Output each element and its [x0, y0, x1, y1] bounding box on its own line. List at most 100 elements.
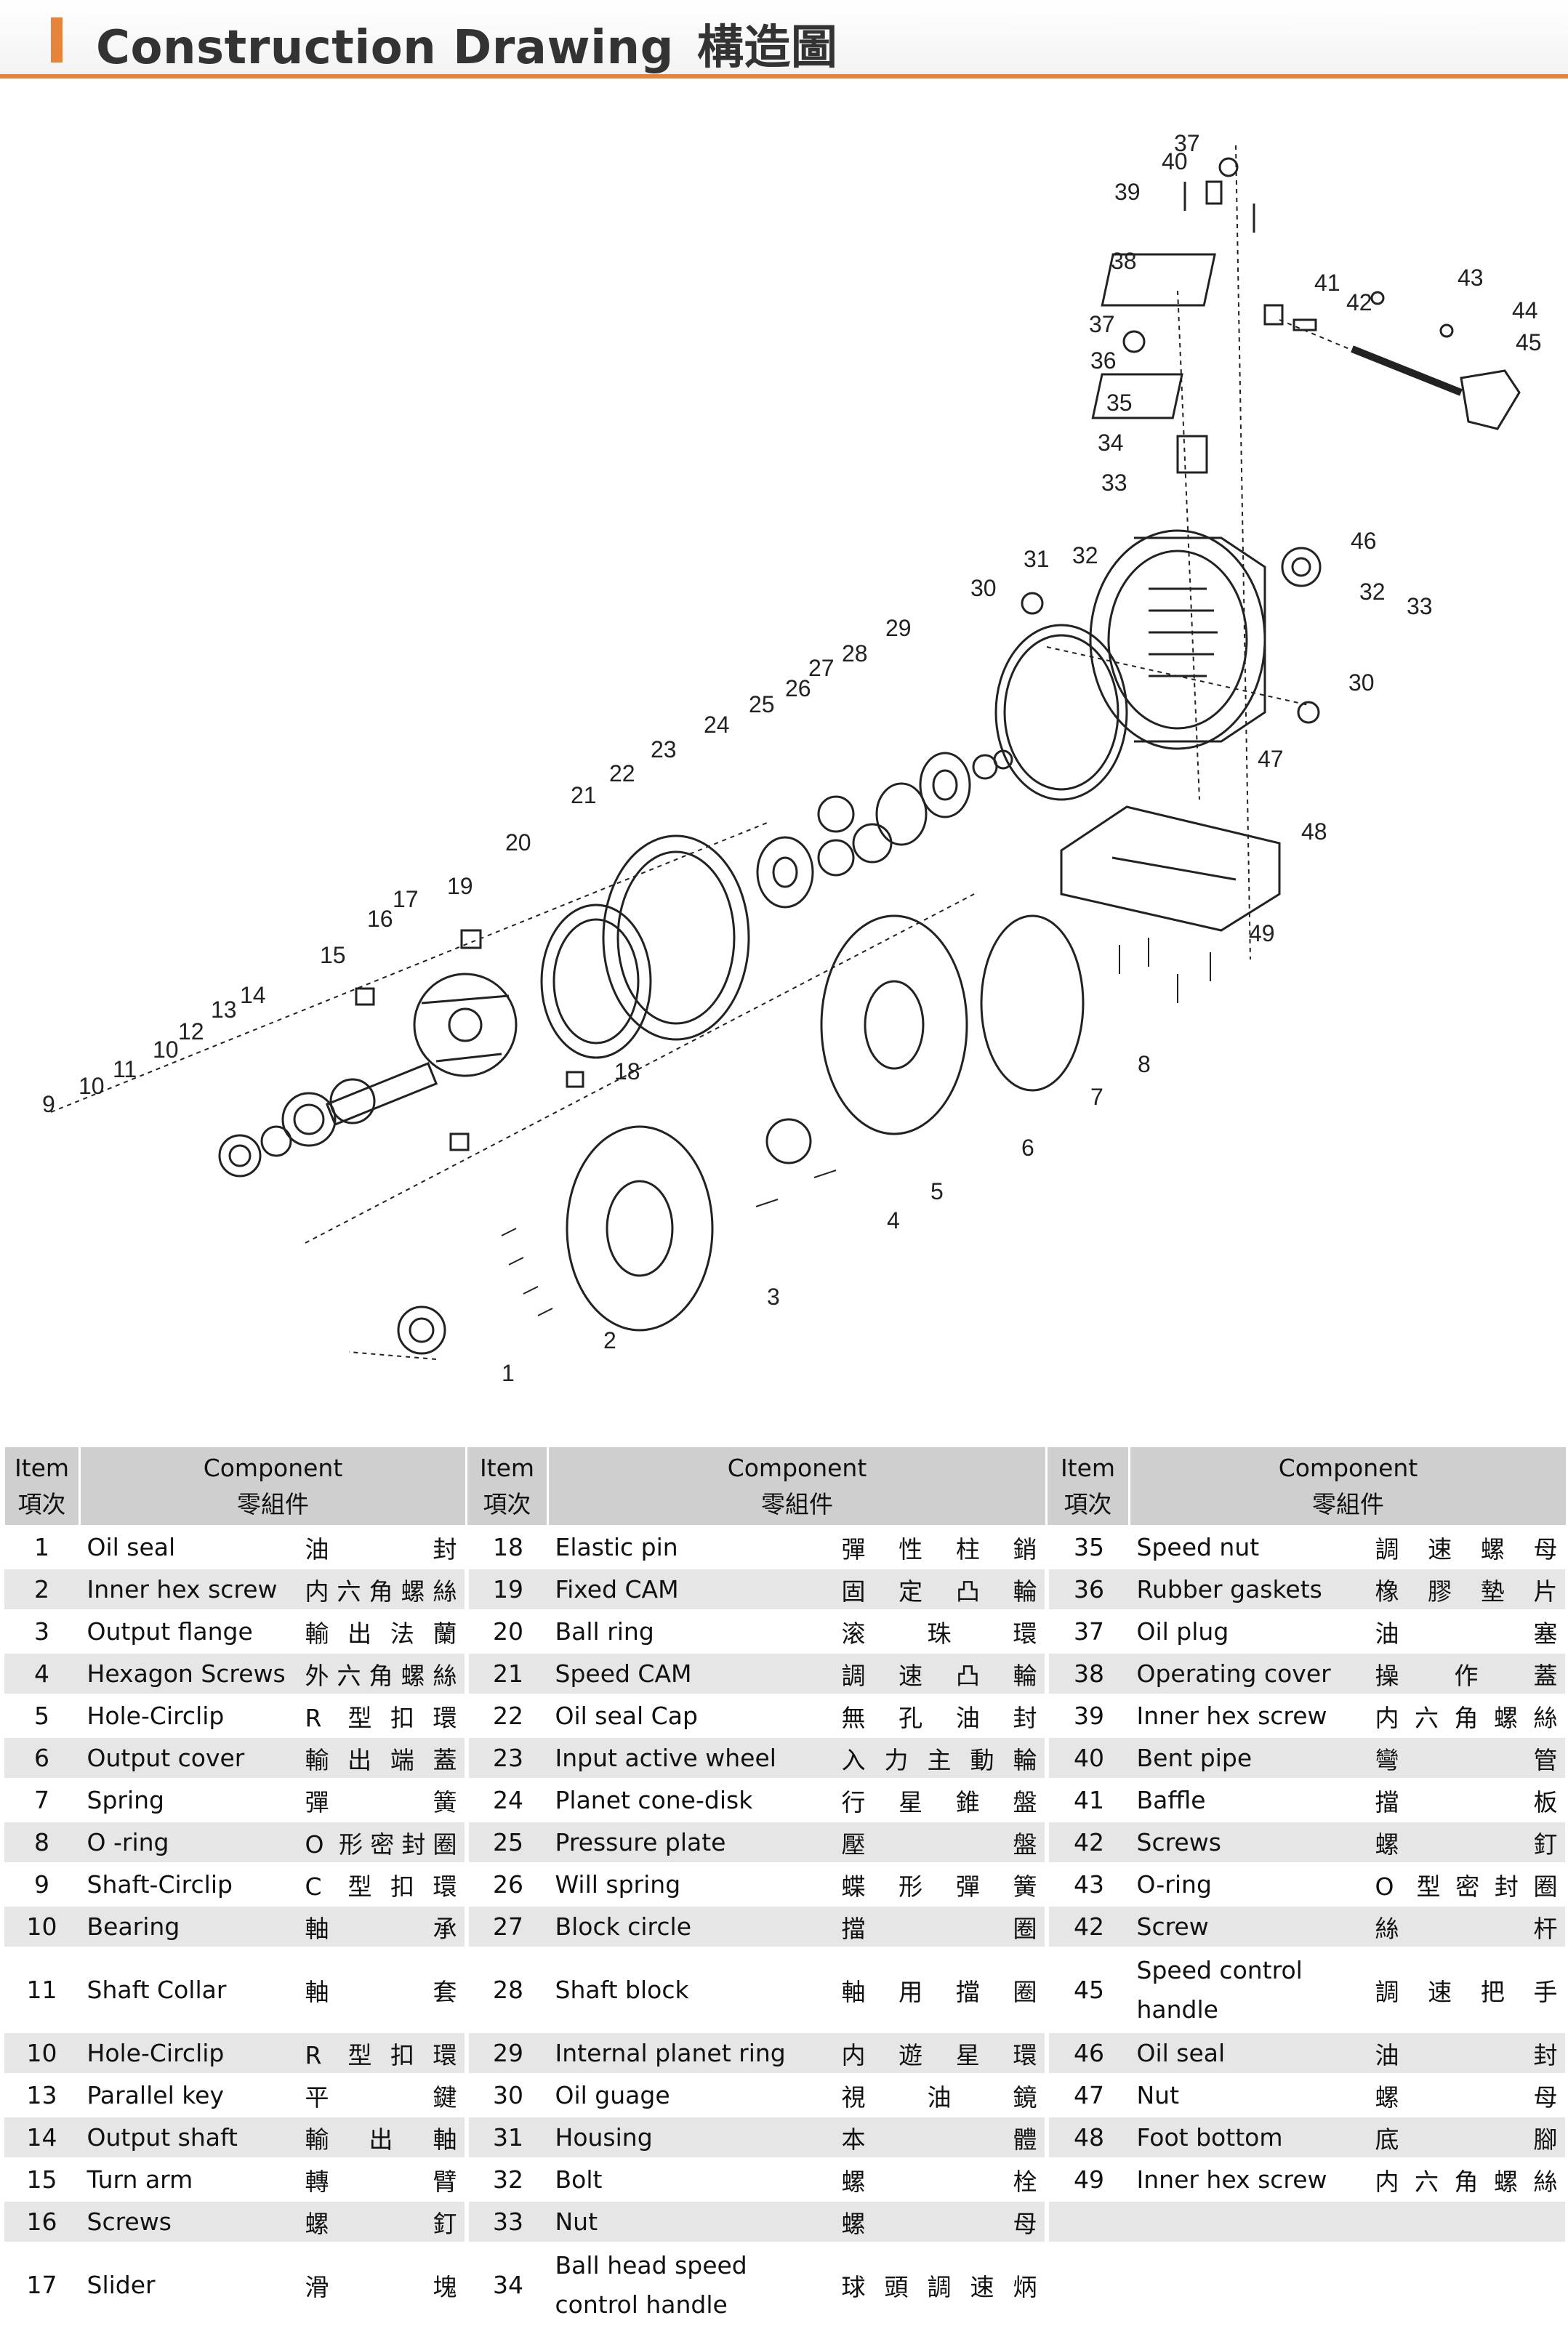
component-zh-cell: 球頭調速炳 [837, 2242, 1049, 2326]
item-number-cell: 1 [4, 1525, 80, 1569]
callout-label: 32 [1359, 579, 1386, 605]
callout-label: 29 [885, 615, 912, 641]
component-zh-cell: 彈性柱銷 [837, 1525, 1049, 1569]
component-en-cell: O -ring [79, 1820, 301, 1864]
component-en-cell: Fixed CAM [547, 1567, 837, 1611]
item-number-cell: 46 [1046, 2031, 1130, 2075]
callout-label: 37 [1174, 130, 1200, 156]
item-number-cell: 47 [1046, 2073, 1130, 2117]
component-zh-cell: 橡膠墊片 [1370, 1567, 1568, 1611]
component-zh-cell: 平 鍵 [300, 2073, 469, 2117]
exploded-drawing-svg: 1 2 3 4 5 6 7 8 9 10 10 11 12 13 14 15 1… [42, 130, 1542, 1386]
callout-label: 17 [393, 886, 419, 912]
component-zh-cell: 内六角螺絲 [300, 1567, 469, 1611]
item-number-cell: 42 [1046, 1904, 1130, 1949]
exploded-drawing: 1 2 3 4 5 6 7 8 9 10 10 11 12 13 14 15 1… [0, 87, 1568, 1425]
component-zh-cell: 螺 母 [837, 2200, 1049, 2244]
callout-label: 46 [1351, 528, 1377, 554]
component-zh-cell: 行星錐盤 [837, 1778, 1049, 1822]
component-zh-cell: 外六角螺絲 [300, 1651, 469, 1696]
item-number-cell: 34 [466, 2242, 548, 2326]
callout-label: 4 [887, 1207, 900, 1234]
component-en-cell: Hexagon Screws [79, 1651, 301, 1696]
component-zh-cell: 視 油 鏡 [837, 2073, 1049, 2117]
component-en-cell: Output shaft [79, 2115, 301, 2160]
component-en-cell: Shaft block [547, 1947, 837, 2033]
component-zh-cell: 底 腳 [1370, 2115, 1568, 2160]
item-number-cell: 2 [4, 1567, 80, 1611]
component-en-cell: Hole-Circlip [79, 2031, 301, 2075]
component-en-cell: Inner hex screw [1129, 2157, 1371, 2202]
callout-label: 39 [1114, 179, 1141, 205]
component-en-cell: Shaft Collar [79, 1947, 301, 2033]
component-zh-cell: 軸 套 [300, 1947, 469, 2033]
callout-label: 41 [1314, 270, 1340, 296]
component-zh-cell: 輸出法蘭 [300, 1609, 469, 1654]
header-accent-bar [51, 17, 63, 63]
component-en-cell: Planet cone-disk [547, 1778, 837, 1822]
callout-label: 30 [970, 575, 997, 601]
item-number-cell: 29 [466, 2031, 548, 2075]
callout-label: 31 [1024, 546, 1050, 572]
component-en-cell: Speed CAM [547, 1651, 837, 1696]
component-zh-cell: C 型扣環 [300, 1862, 469, 1907]
callout-label: 24 [704, 712, 730, 738]
component-en-cell: Bolt [547, 2157, 837, 2202]
callout-label: 21 [571, 782, 597, 808]
item-number-cell: 31 [466, 2115, 548, 2160]
component-zh-cell: 螺 栓 [837, 2157, 1049, 2202]
component-en-cell: Screws [1129, 1820, 1371, 1864]
callout-label: 36 [1090, 347, 1117, 374]
component-zh-cell: 蝶形彈簧 [837, 1862, 1049, 1907]
component-zh-cell: 滑 塊 [300, 2242, 469, 2326]
component-zh-cell: 轉 臂 [300, 2157, 469, 2202]
component-en-cell: Output cover [79, 1736, 301, 1780]
item-number-cell: 3 [4, 1609, 80, 1654]
component-en-cell: Hole-Circlip [79, 1694, 301, 1738]
component-zh-cell: 滚 珠 環 [837, 1609, 1049, 1654]
component-en-cell: Inner hex screw [1129, 1694, 1371, 1738]
component-en-cell: Slider [79, 2242, 301, 2326]
callout-label: 48 [1301, 818, 1327, 845]
component-en-cell: Nut [1129, 2073, 1371, 2117]
item-number-cell: 38 [1046, 1651, 1130, 1696]
item-number-cell: 10 [4, 2031, 80, 2075]
component-zh-cell: 彈 簧 [300, 1778, 469, 1822]
callout-label: 40 [1162, 148, 1188, 174]
component-en-cell: Screws [79, 2200, 301, 2244]
callout-label: 1 [502, 1360, 515, 1386]
component-zh-cell: 輸出端蓋 [300, 1736, 469, 1780]
item-number-cell: 15 [4, 2157, 80, 2202]
component-en-cell: Oil seal [79, 1525, 301, 1569]
callout-label: 42 [1346, 289, 1372, 315]
component-en-cell [1129, 2242, 1371, 2326]
item-number-cell: 24 [466, 1778, 548, 1822]
item-number-cell: 36 [1046, 1567, 1130, 1611]
callout-label: 37 [1089, 311, 1115, 337]
callout-label: 33 [1407, 593, 1433, 619]
component-en-cell: Speed control handle [1129, 1947, 1371, 2033]
component-zh-cell [1370, 2242, 1568, 2326]
callout-label: 15 [320, 942, 346, 968]
item-number-cell: 48 [1046, 2115, 1130, 2160]
item-number-cell: 17 [4, 2242, 80, 2326]
component-en-cell: Speed nut [1129, 1525, 1371, 1569]
component-zh-cell: 軸用擋圈 [837, 1947, 1049, 2033]
